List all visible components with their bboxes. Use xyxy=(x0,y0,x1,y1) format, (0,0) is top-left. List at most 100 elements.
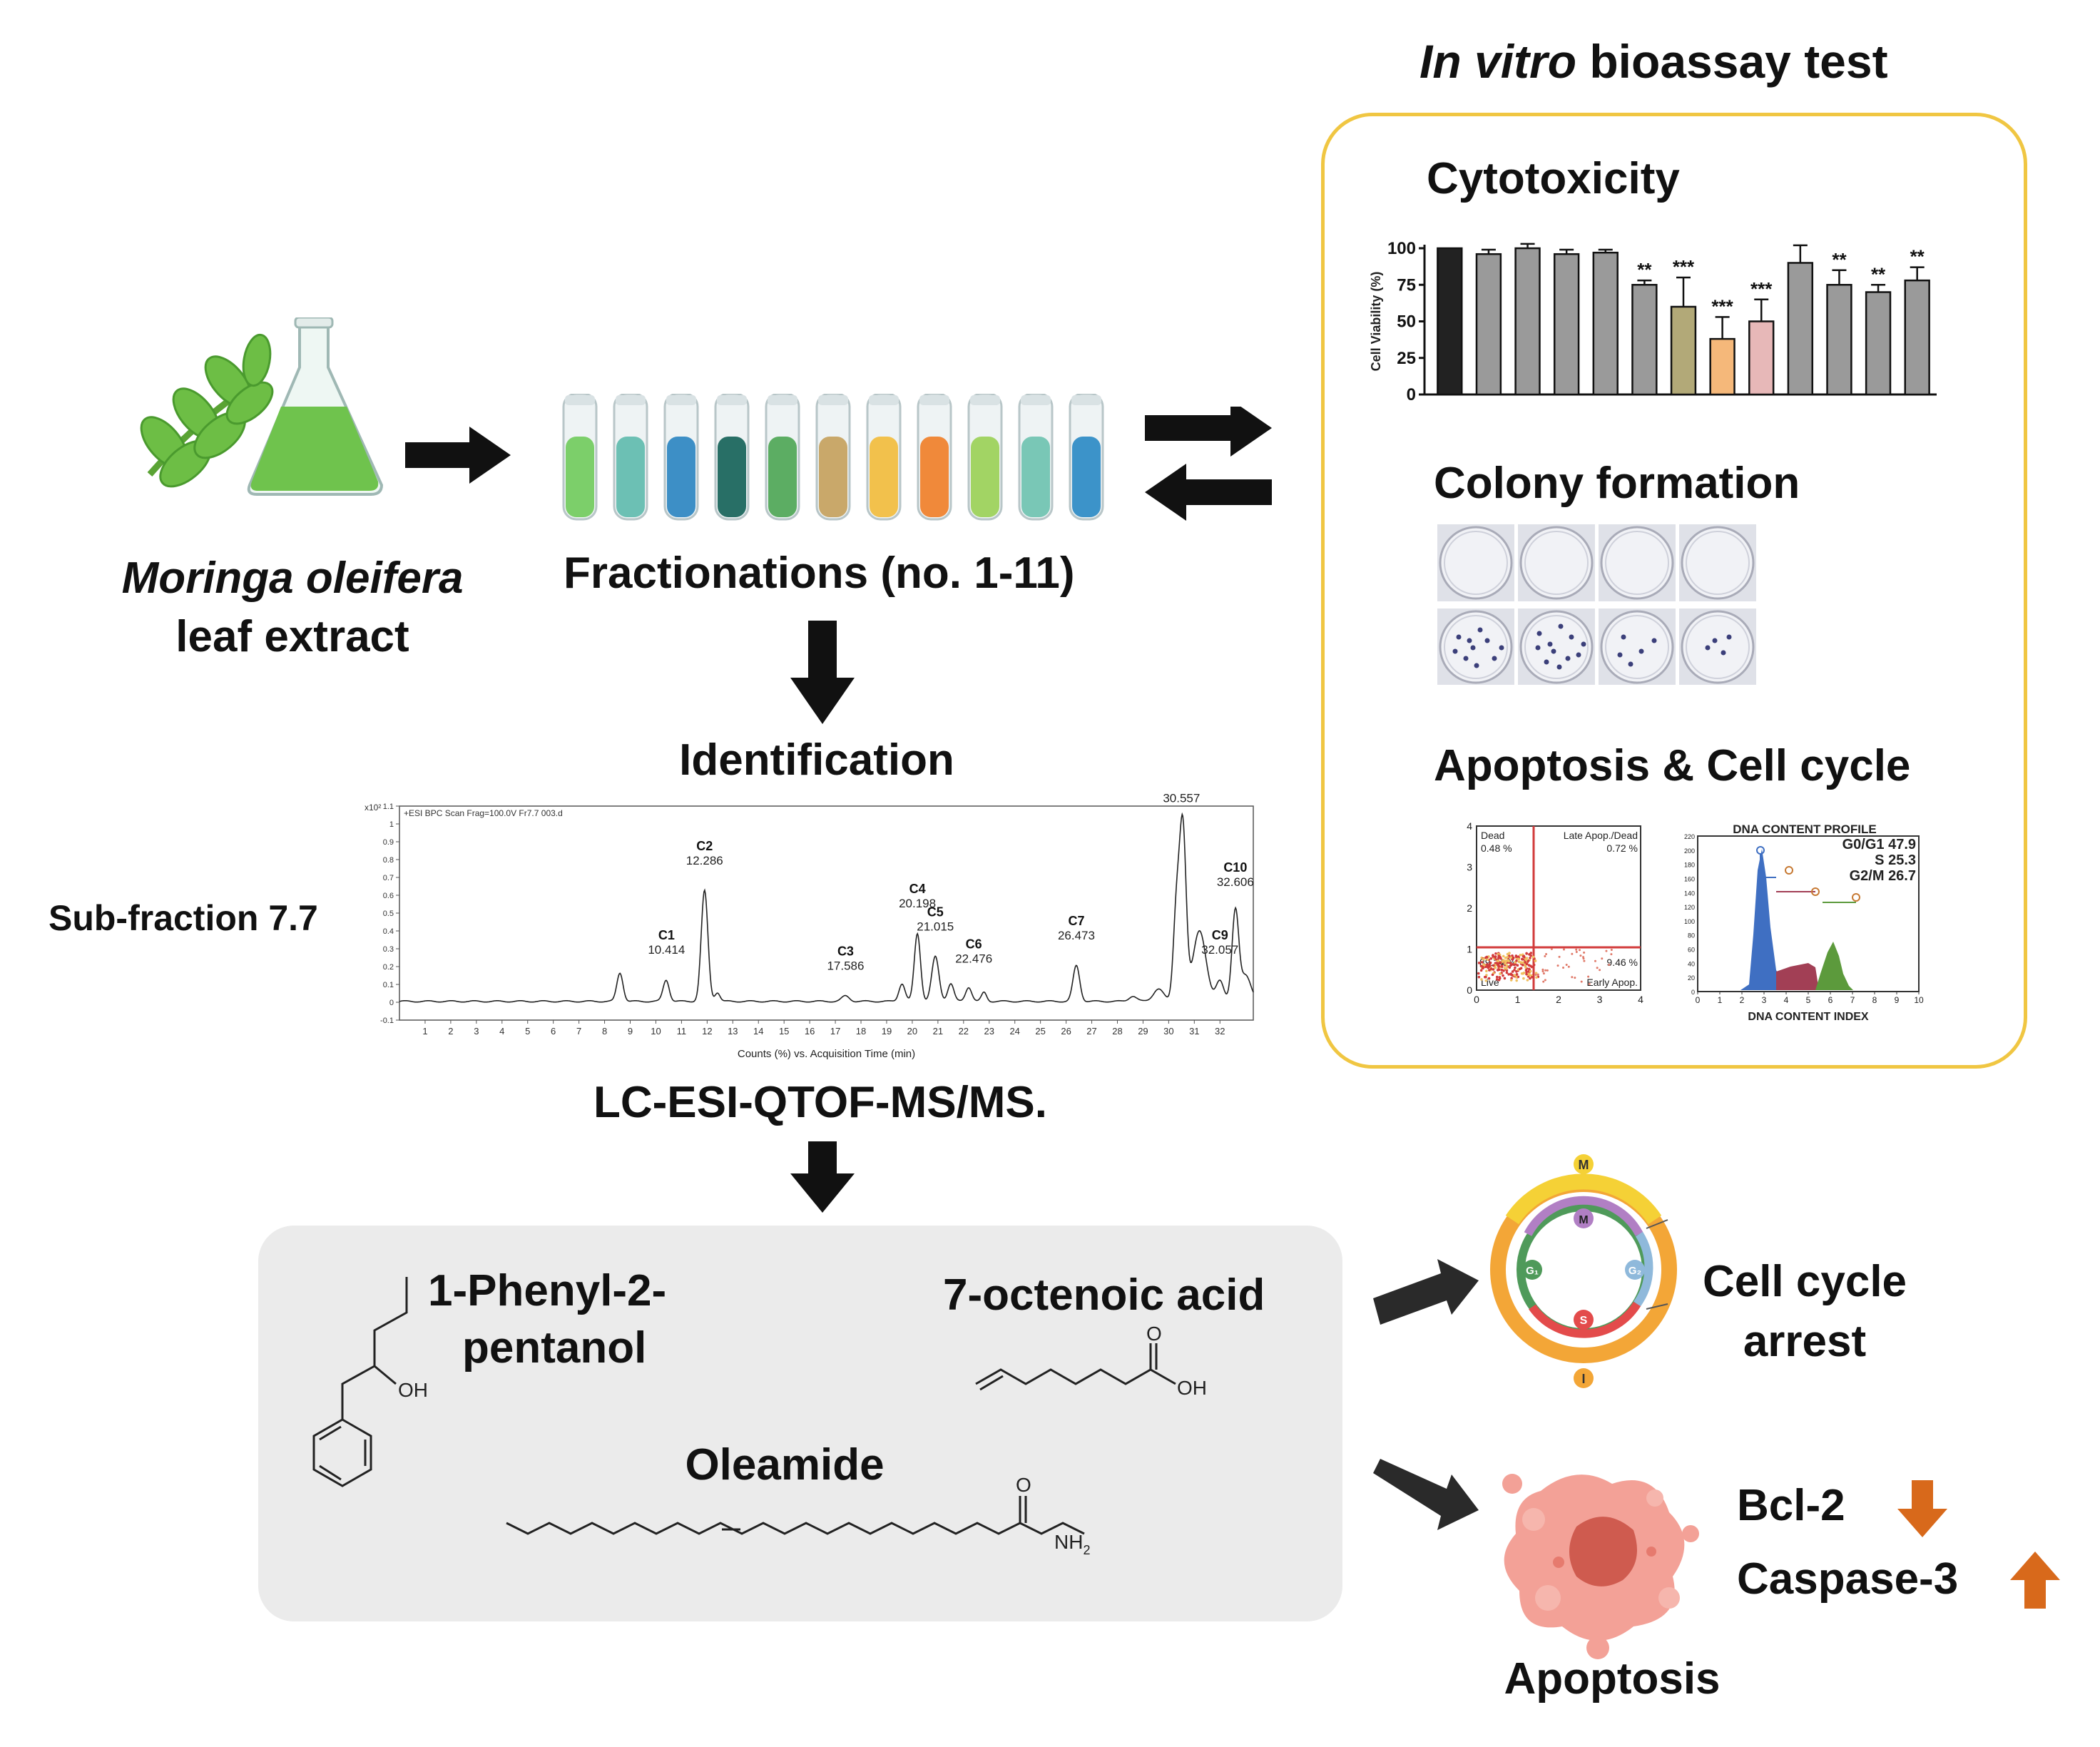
chrom-xtick: 10 xyxy=(651,1026,661,1037)
cyto-bar xyxy=(1631,284,1658,396)
colony-plate xyxy=(1518,608,1595,685)
structure-phenylpentanol: OH xyxy=(312,1277,428,1487)
chrom-xtick: 15 xyxy=(779,1026,789,1037)
cytotoxicity-title: Cytotoxicity xyxy=(1427,154,1680,203)
part-name: leaf extract xyxy=(175,612,409,661)
colony-title: Colony formation xyxy=(1434,459,1800,508)
dna-ytick: 80 xyxy=(1688,932,1695,939)
chrom-ytick: 0.1 xyxy=(383,981,394,989)
chrom-xtick: 14 xyxy=(753,1026,763,1037)
flow-q-late: Late Apop./Dead xyxy=(1564,830,1638,841)
flow-q-early: Early Apop. xyxy=(1586,977,1638,988)
cyto-ytick: 25 xyxy=(1397,349,1416,368)
colony-plate xyxy=(1679,608,1756,685)
test-tube xyxy=(967,394,1003,521)
dna-g2m-peak xyxy=(1815,942,1853,990)
structure-oleamide: O NH2 xyxy=(506,1474,1090,1557)
chrom-peak-label: C4 xyxy=(909,882,926,896)
oh-label-2: OH xyxy=(1177,1377,1207,1399)
apoptosis-cellcycle-title: Apoptosis & Cell cycle xyxy=(1434,741,1911,790)
fraction-tubes xyxy=(562,394,1104,521)
chrom-xtick: 4 xyxy=(499,1026,504,1037)
dna-ytick: 100 xyxy=(1684,918,1695,925)
chrom-peak-label: C9 xyxy=(1212,928,1228,942)
test-tube xyxy=(866,394,902,521)
chrom-xtick: 24 xyxy=(1009,1026,1019,1037)
chrom-peak-rt: 20.198 xyxy=(899,897,936,910)
subfraction-label: Sub-fraction 7.7 xyxy=(49,898,318,938)
chrom-peak-label: C5 xyxy=(927,905,944,920)
chrom-y-unit: x10² xyxy=(365,803,381,813)
nh2-sub: 2 xyxy=(1083,1543,1090,1557)
dna-ytick: 40 xyxy=(1688,960,1695,967)
flow-q-dead: Dead xyxy=(1481,830,1504,841)
flow-q-early-pct: 9.46 % xyxy=(1606,957,1638,968)
chrom-peak-label: C6 xyxy=(966,937,982,952)
apoptosis-flow-plot: Dead 0.48 % Late Apop./Dead 0.72 % 89.34… xyxy=(1467,820,1643,1005)
o-label-2: O xyxy=(1016,1474,1031,1496)
compound-phenylpentanol-line2: pentanol xyxy=(462,1323,647,1372)
flow-ytick: 4 xyxy=(1467,820,1472,832)
chrom-ytick: 0.5 xyxy=(383,910,394,918)
chrom-xtick: 29 xyxy=(1138,1026,1148,1037)
cyto-significance: ** xyxy=(1910,246,1925,268)
arrow-down-compounds xyxy=(790,1141,855,1213)
bcl2-down-arrow-icon xyxy=(1897,1480,1947,1537)
dna-xtick: 7 xyxy=(1850,995,1855,1005)
chrom-xtick: 31 xyxy=(1189,1026,1199,1037)
chrom-ytick: 0.2 xyxy=(383,963,394,972)
assay-header: In vitro bioassay test xyxy=(1419,34,1933,88)
compound-octenoic-acid: 7-octenoic acid xyxy=(943,1270,1265,1320)
species-name: Moringa oleifera xyxy=(121,554,464,603)
cyto-significance: ** xyxy=(1832,249,1847,270)
chrom-ytick: 0.9 xyxy=(383,838,394,847)
colony-plate xyxy=(1518,524,1595,601)
chrom-xtick: 22 xyxy=(959,1026,969,1037)
test-tube xyxy=(1018,394,1054,521)
chrom-xtick: 5 xyxy=(525,1026,530,1037)
flow-xtick: 0 xyxy=(1474,994,1479,1005)
chrom-peak-label: C2 xyxy=(696,839,713,853)
dna-ytick: 20 xyxy=(1688,974,1695,982)
nh2-main: NH xyxy=(1054,1531,1083,1553)
fractionation-label: Fractionations (no. 1-11) xyxy=(564,549,1075,598)
chrom-ytick: -0.1 xyxy=(380,1017,394,1025)
test-tube xyxy=(714,394,750,521)
cell-cycle-diagram: M I M G₁ G₂ S xyxy=(1490,1154,1677,1388)
cyto-ytick: 50 xyxy=(1397,312,1416,332)
dna-xtick: 9 xyxy=(1895,995,1900,1005)
chrom-xtick: 1 xyxy=(422,1026,427,1037)
chrom-peak-rt: 30.557 xyxy=(1163,793,1200,805)
chrom-xlabel: Counts (%) vs. Acquisition Time (min) xyxy=(738,1048,915,1060)
dna-xtick: 2 xyxy=(1740,995,1745,1005)
chrom-peak-label: C3 xyxy=(837,944,854,959)
test-tube xyxy=(613,394,648,521)
cyto-bar xyxy=(1514,247,1541,396)
flow-xtick: 4 xyxy=(1638,994,1643,1005)
chrom-peak-rt: 10.414 xyxy=(648,943,685,957)
apoptosis-outcome-label: Apoptosis xyxy=(1504,1654,1721,1703)
dna-ytick: 60 xyxy=(1688,947,1695,954)
chrom-ytick: 0 xyxy=(389,999,394,1007)
chrom-ytick: 0.4 xyxy=(383,927,394,936)
chrom-xtick: 21 xyxy=(933,1026,943,1037)
cyto-bar xyxy=(1865,291,1892,396)
chrom-peak-rt: 32.606 xyxy=(1217,875,1254,889)
chrom-frame xyxy=(399,805,1254,1021)
arrow-to-apoptosis xyxy=(1373,1459,1479,1530)
chrom-peak-label: C10 xyxy=(1223,860,1247,875)
colony-plate xyxy=(1679,524,1756,601)
chrom-peak-rt: 17.586 xyxy=(827,959,864,973)
cyto-significance: ** xyxy=(1637,259,1652,280)
cell-cycle-arrest-label: Cell cycle arrest xyxy=(1669,1252,1940,1372)
dna-ytick: 120 xyxy=(1684,904,1695,911)
test-tube xyxy=(562,394,598,521)
cyto-bar xyxy=(1437,247,1463,396)
chrom-xtick: 2 xyxy=(448,1026,453,1037)
flow-xtick: 3 xyxy=(1597,994,1603,1005)
colony-plate xyxy=(1599,524,1676,601)
chrom-peak-label: C1 xyxy=(658,928,675,942)
cyto-bar xyxy=(1592,251,1619,396)
cyto-ylabel: Cell Viability (%) xyxy=(1369,272,1383,372)
dna-ytick: 0 xyxy=(1691,989,1695,996)
